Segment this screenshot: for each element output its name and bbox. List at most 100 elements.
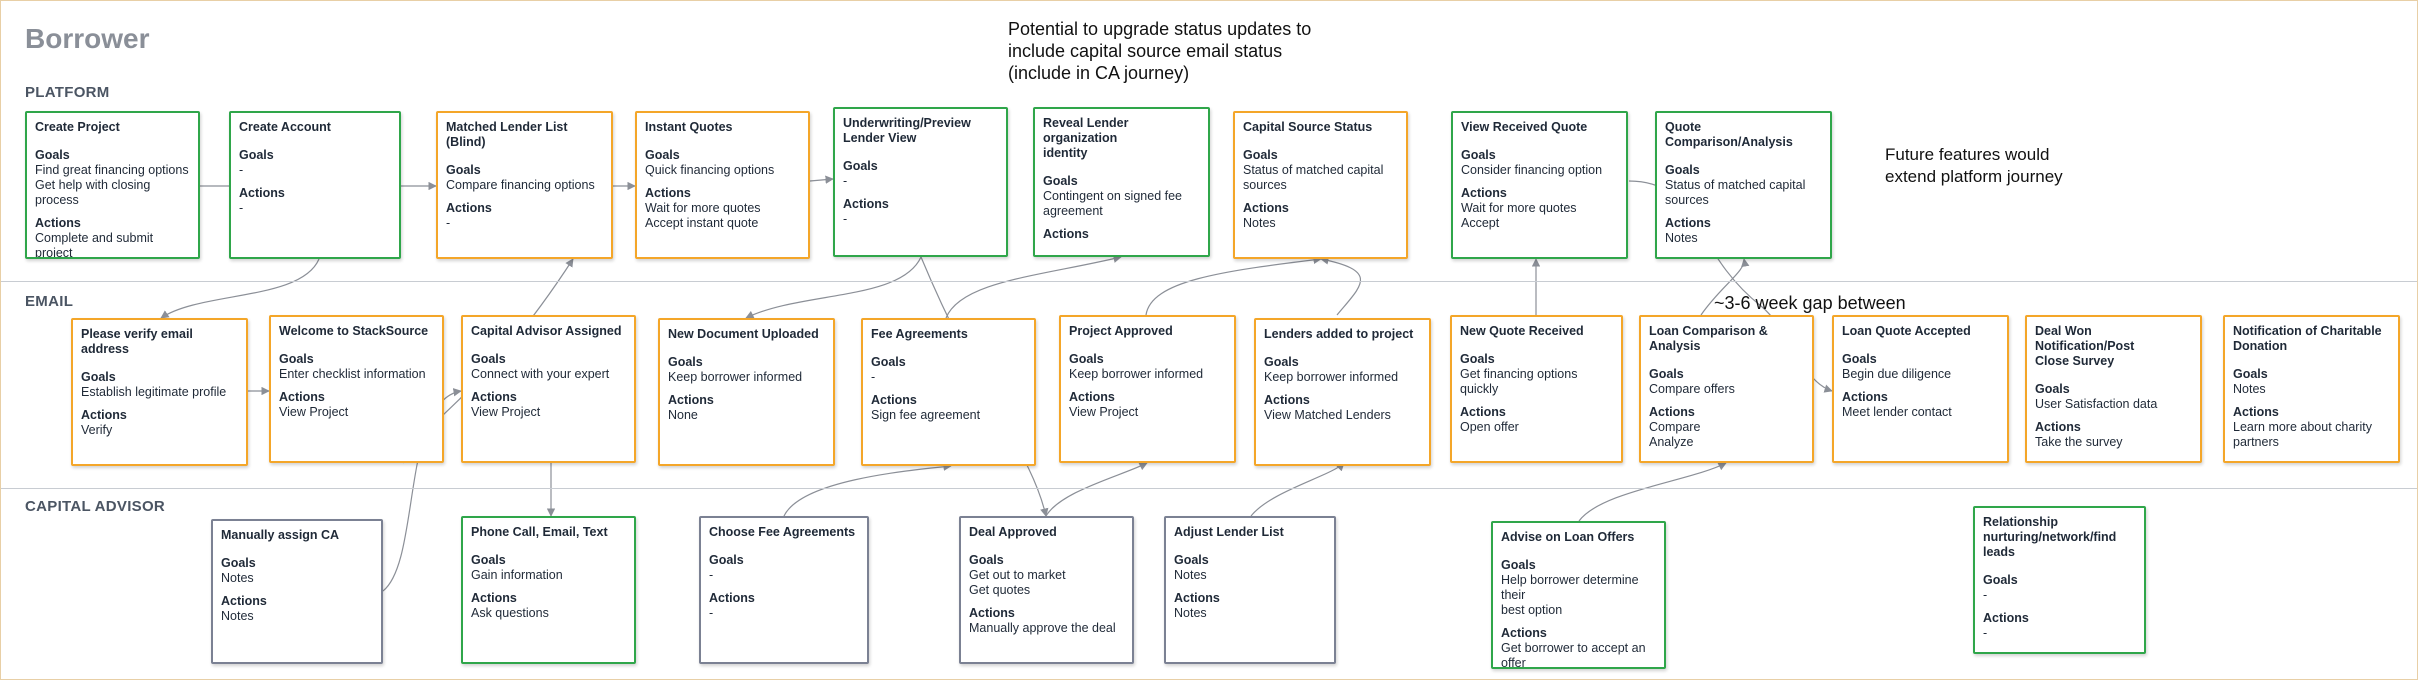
card-goal-line: - <box>239 163 244 177</box>
card-goals-label: Goals <box>1649 367 1684 381</box>
card-goals-label: Goals <box>1460 352 1495 366</box>
card-title-line: Deal Won Notification/Post <box>2035 324 2135 353</box>
card-goal-line: Keep borrower informed <box>1264 370 1399 384</box>
card-goal-line: Consider financing option <box>1461 163 1603 177</box>
card-goal-line: Keep borrower informed <box>1069 367 1204 381</box>
card-actions-label: Actions <box>239 186 285 200</box>
card-actions-label: Actions <box>1460 405 1506 419</box>
card-action-line: partners <box>2233 435 2279 449</box>
page-title: Borrower <box>25 23 150 54</box>
card-title-line: Underwriting/Preview <box>843 116 971 130</box>
card-goals-label: Goals <box>1665 163 1700 177</box>
card-actions-label: Actions <box>1264 393 1310 407</box>
card-actions-label: Actions <box>81 408 127 422</box>
card-actions-label: Actions <box>1043 227 1089 241</box>
card-goals-label: Goals <box>2035 382 2070 396</box>
lane-label-capital-advisor: CAPITAL ADVISOR <box>25 498 166 515</box>
card-title: Advise on Loan Offers <box>1501 530 1656 545</box>
card-action-line: Sign fee agreement <box>871 408 981 422</box>
card-title: Quote Comparison/Analysis <box>1665 120 1822 150</box>
connector-arrow <box>745 256 922 319</box>
card-goals-label: Goals <box>1842 352 1877 366</box>
card-goals-label: Goals <box>709 553 744 567</box>
card-action-line: Accept <box>1461 216 1500 230</box>
card-action-line: Wait for more quotes <box>645 201 761 215</box>
card-actions-label: Actions <box>2035 420 2081 434</box>
card-goal-line: Begin due diligence <box>1842 367 1952 381</box>
card-action-line: Take the survey <box>2035 435 2123 449</box>
card-goals-label: Goals <box>1983 573 2018 587</box>
card-title-line: Close Survey <box>2035 354 2115 368</box>
card-action-line: offer <box>1501 656 1526 669</box>
card-actions-label: Actions <box>35 216 81 230</box>
card-title-line: Create Project <box>35 120 120 134</box>
card-goal-line: - <box>709 568 714 582</box>
card-goals-label: Goals <box>843 159 878 173</box>
card-action-line: Meet lender contact <box>1842 405 1952 419</box>
card-actions-label: Actions <box>1174 591 1220 605</box>
card-goal-line: Gain information <box>471 568 563 582</box>
card-goal-line: Quick financing options <box>645 163 775 177</box>
card-title-line: Phone Call, Email, Text <box>471 525 608 539</box>
card-title-line: Create Account <box>239 120 331 134</box>
card-actions-label: Actions <box>645 186 691 200</box>
card-goals-label: Goals <box>1069 352 1104 366</box>
note-status-upgrade: Potential to upgrade status updates to i… <box>1008 18 1311 84</box>
card-title-line: View Received Quote <box>1461 120 1588 134</box>
card-action-line: Open offer <box>1460 420 1519 434</box>
card-goals-label: Goals <box>1174 553 1209 567</box>
card-title-line: Loan Comparison & Analysis <box>1649 324 1768 353</box>
card-title-line: Capital Advisor Assigned <box>471 324 622 338</box>
card-title-line: Lender View <box>843 131 917 145</box>
note-line: extend platform journey <box>1885 167 2063 186</box>
connector-arrow <box>783 462 952 517</box>
card-goals-label: Goals <box>668 355 703 369</box>
note-gap: ~3-6 week gap between <box>1714 293 1906 313</box>
card-goals-label: Goals <box>471 553 506 567</box>
card-title: Welcome to StackSource <box>279 324 434 339</box>
card-goals-label: Goals <box>1501 558 1536 572</box>
card-action-line: - <box>1983 626 1988 640</box>
card-goal-line: sources <box>1665 193 1709 207</box>
card-action-line: Notes <box>1174 606 1207 620</box>
card-actions-label: Actions <box>871 393 917 407</box>
card-action-line: Ask questions <box>471 606 549 620</box>
connector-arrow <box>1578 462 1727 522</box>
card-goal-line: Help borrower determine their <box>1501 573 1639 602</box>
card-goals-label: Goals <box>471 352 506 366</box>
connector-arrow <box>160 258 320 319</box>
